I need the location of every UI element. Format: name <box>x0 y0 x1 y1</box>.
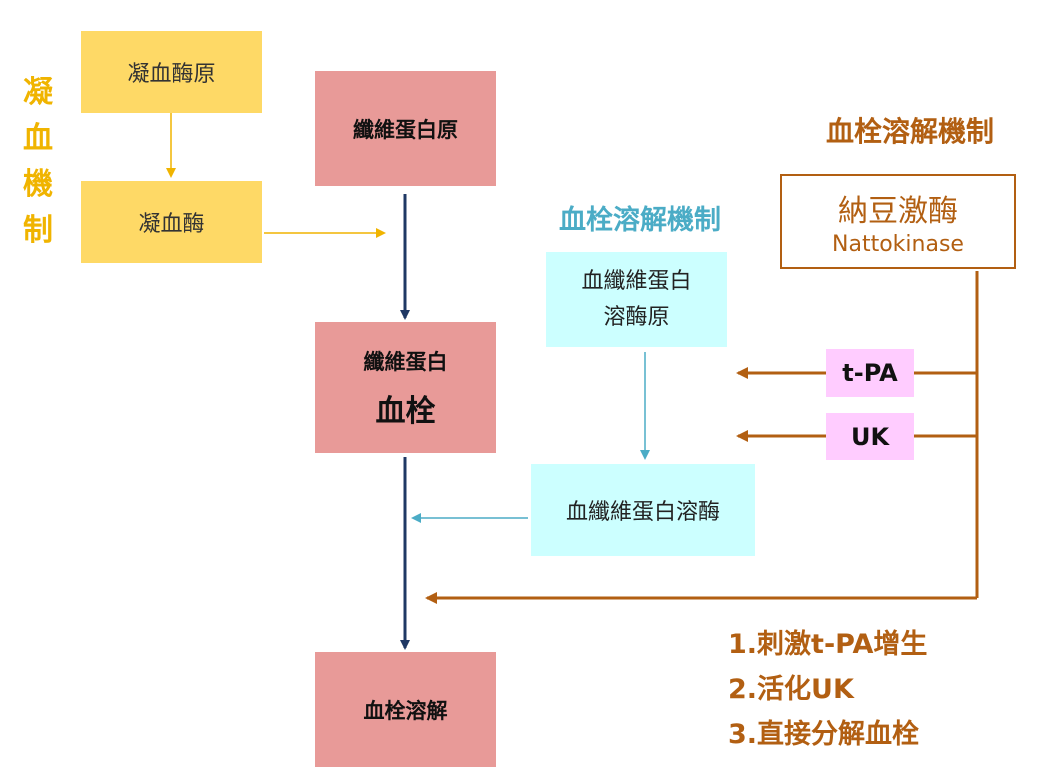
fibrin-clot-box: 纖維蛋白 血栓 <box>315 322 496 453</box>
plasminogen-line2: 溶酶原 <box>603 304 670 330</box>
prothrombin-box: 凝血酶原 <box>81 31 262 113</box>
uk-box: UK <box>826 413 914 460</box>
plasminogen-line1: 血纖維蛋白 <box>581 268 692 294</box>
nattokinase-box: 納豆激酶 Nattokinase <box>780 174 1016 269</box>
nattokinase-mechanism-title: 血栓溶解機制 <box>825 115 994 148</box>
nattokinase-name-en: Nattokinase <box>832 232 964 257</box>
note-3: 3.直接分解血栓 <box>728 719 920 750</box>
tpa-box: t-PA <box>826 349 914 397</box>
note-2: 2.活化UK <box>728 674 854 705</box>
fibrinogen-box: 纖維蛋白原 <box>315 71 496 186</box>
clot-label: 血栓 <box>375 393 436 429</box>
nattokinase-notes: 1.刺激t-PA增生 2.活化UK 3.直接分解血栓 <box>728 622 927 757</box>
fibrinolysis-title: 血栓溶解機制 <box>559 205 721 236</box>
note-1: 1.刺激t-PA增生 <box>728 629 928 660</box>
plasminogen-box: 血纖維蛋白 溶酶原 <box>546 252 727 347</box>
fibrin-label: 纖維蛋白 <box>363 349 448 374</box>
coagulation-mechanism-label: 凝 血 機 制 <box>23 75 53 248</box>
plasmin-box: 血纖維蛋白溶酶 <box>531 464 755 556</box>
clot-lysis-box: 血栓溶解 <box>315 652 496 767</box>
nattokinase-name-zh: 納豆激酶 <box>838 194 958 229</box>
thrombin-box: 凝血酶 <box>81 181 262 263</box>
